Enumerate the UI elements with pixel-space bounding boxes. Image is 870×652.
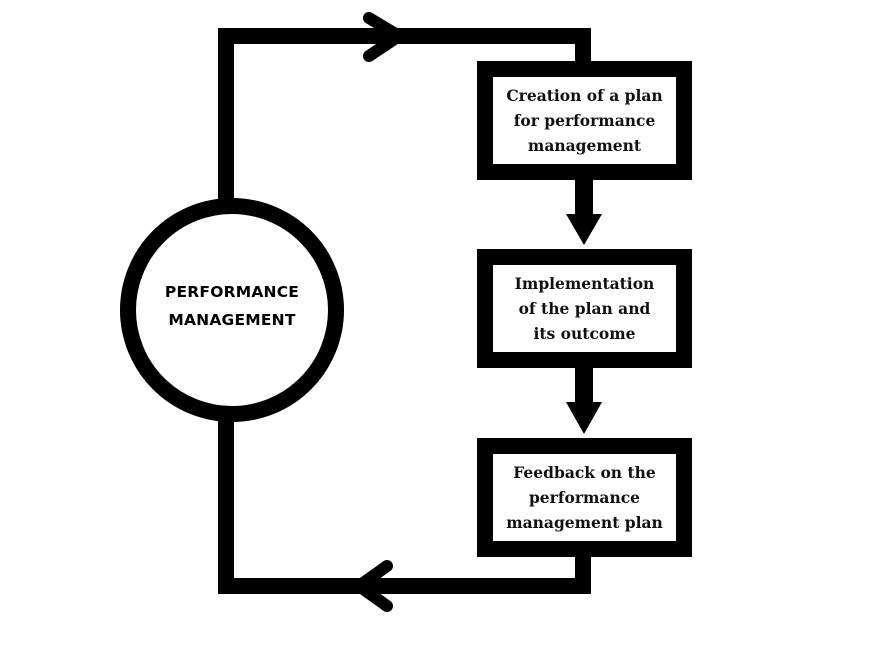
left-direction-arrow-icon [353,560,393,612]
step-box-implementation: Implementation of the plan and its outco… [477,249,692,368]
step-text-line: management [527,136,642,155]
center-label-line-1: PERFORMANCE [164,283,300,301]
down-arrow-icon-2 [566,366,602,434]
step-text-line: of the plan and [518,299,651,318]
step-text-line: performance [528,488,641,507]
right-direction-arrow-icon [363,12,405,62]
step-text-line: Feedback on the [513,463,656,482]
down-arrow-icon-1 [566,178,602,245]
step-text-line: Creation of a plan [506,86,663,105]
loop-connector-bottom [218,420,591,594]
step-box-feedback: Feedback on the performance management p… [477,438,692,557]
center-label-line-2: MANAGEMENT [168,311,296,329]
center-label: PERFORMANCE MANAGEMENT [132,278,332,334]
step-text-line: for performance [513,111,656,130]
step-text-line: its outcome [533,324,636,343]
step-text-line: management plan [506,513,663,532]
step-box-plan-creation: Creation of a plan for performance manag… [477,61,692,180]
step-text-line: Implementation [514,274,655,293]
performance-management-circle [120,198,344,422]
